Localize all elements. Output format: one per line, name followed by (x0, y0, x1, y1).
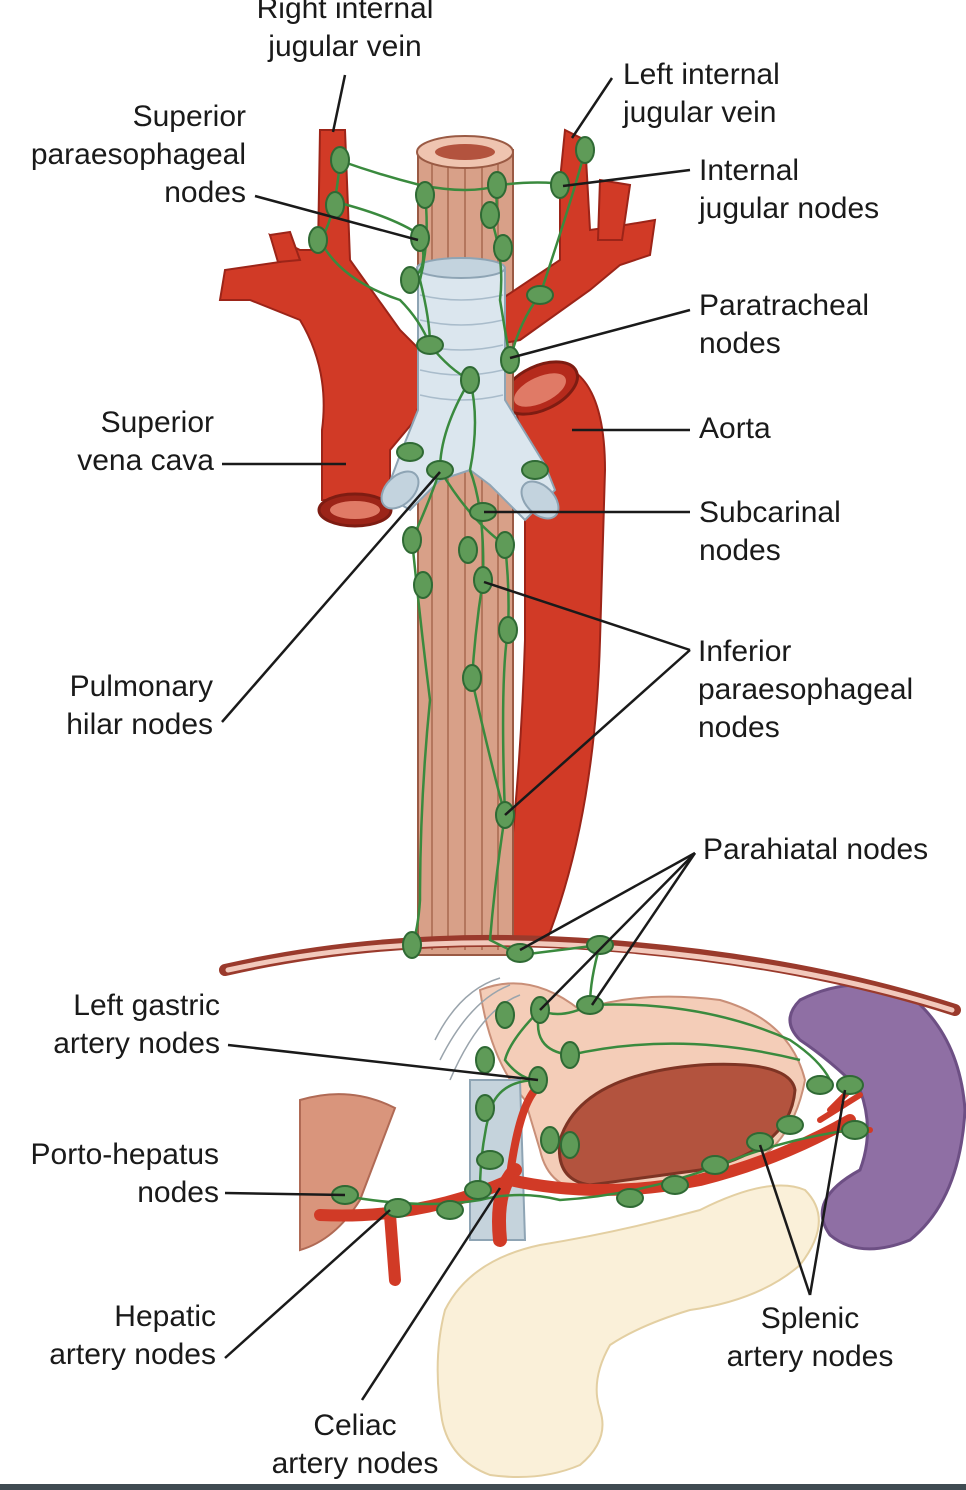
node (464, 1180, 492, 1200)
node (526, 285, 554, 305)
pancreas (436, 1184, 820, 1479)
leader-lines (221, 74, 847, 1401)
leader-parahiatal-3 (590, 852, 697, 1006)
node (400, 266, 420, 294)
node (506, 943, 534, 963)
node (476, 1150, 504, 1170)
label-paratracheal-nodes: Paratracheal nodes (699, 289, 870, 360)
leader-int-jug (562, 168, 691, 188)
node (841, 1120, 869, 1140)
node (416, 335, 444, 355)
leader-pulm-hilar (221, 471, 441, 723)
label-superior-vena-cava: Superior vena cava (77, 406, 214, 477)
node (495, 531, 515, 559)
node (576, 995, 604, 1015)
node (436, 1200, 464, 1220)
label-hepatic-artery-nodes: Hepatic artery nodes (49, 1300, 216, 1371)
node (500, 346, 520, 374)
node (415, 181, 435, 209)
label-left-gastric-artery-nodes: Left gastric artery nodes (53, 989, 220, 1060)
node (776, 1115, 804, 1135)
label-superior-paraesophageal-nodes: Superior paraesophageal nodes (30, 100, 246, 209)
leader-splenic-2 (808, 1089, 847, 1296)
leader-porto-hep (224, 1191, 346, 1197)
node (460, 366, 480, 394)
node (495, 1001, 515, 1029)
leader-right-ijv (331, 74, 347, 133)
node (413, 571, 433, 599)
bottom-border (0, 1484, 966, 1490)
spleen (788, 983, 966, 1251)
node (458, 536, 478, 564)
node (806, 1075, 834, 1095)
node (661, 1175, 689, 1195)
label-inferior-paraesophageal-nodes: Inferior paraesophageal nodes (698, 635, 914, 744)
leader-splenic-1 (758, 1144, 812, 1296)
label-porto-hepatus-nodes: Porto-hepatus nodes (30, 1138, 219, 1209)
node (473, 566, 493, 594)
node (540, 1126, 560, 1154)
node (493, 234, 513, 262)
node (384, 1198, 412, 1218)
esophagus-lumen (435, 144, 495, 160)
node (396, 442, 424, 462)
node (480, 201, 500, 229)
node (586, 935, 614, 955)
trachea (380, 257, 560, 522)
label-splenic-artery-nodes: Splenic artery nodes (726, 1302, 894, 1373)
svc-lumen-inner (330, 501, 380, 519)
node (701, 1155, 729, 1175)
label-left-internal-jugular-vein: Left internal jugular vein (623, 58, 780, 129)
node (521, 460, 549, 480)
node (560, 1041, 580, 1069)
label-celiac-artery-nodes: Celiac artery nodes (271, 1409, 439, 1480)
leader-sup-para (254, 194, 419, 242)
node (616, 1188, 644, 1208)
node (475, 1046, 495, 1074)
label-right-internal-jugular-vein: Right internal jugular vein (256, 0, 434, 63)
hiatus-folds (434, 977, 521, 1081)
label-pulmonary-hilar-nodes: Pulmonary hilar nodes (66, 670, 213, 741)
node (498, 616, 518, 644)
label-aorta: Aorta (699, 412, 771, 445)
label-internal-jugular-nodes: Internal jugular nodes (699, 154, 880, 225)
node (402, 526, 422, 554)
label-parahiatal-nodes: Parahiatal nodes (703, 833, 929, 866)
leader-celiac (360, 1187, 502, 1401)
node (325, 191, 345, 219)
liver (299, 1093, 397, 1252)
node (560, 1131, 580, 1159)
node (462, 664, 482, 692)
node (475, 1094, 495, 1122)
node (575, 136, 595, 164)
node (402, 931, 422, 959)
node (487, 171, 507, 199)
leader-paratracheal (509, 308, 691, 360)
node (426, 460, 454, 480)
leader-inf-para-1 (483, 580, 691, 652)
node (330, 146, 350, 174)
leader-left-ijv (570, 77, 614, 139)
leader-parahiatal-2 (539, 852, 696, 1011)
label-subcarinal-nodes: Subcarinal nodes (699, 496, 841, 567)
leader-parahiatal-1 (519, 851, 696, 952)
node (836, 1075, 864, 1095)
leader-inf-para-2 (504, 649, 691, 816)
node (308, 226, 328, 254)
lymph-nodes (308, 136, 869, 1220)
aorta-lumen-inner (514, 373, 566, 407)
leader-left-gastric (227, 1043, 539, 1082)
node (746, 1132, 774, 1152)
leader-hepatic (224, 1209, 391, 1359)
